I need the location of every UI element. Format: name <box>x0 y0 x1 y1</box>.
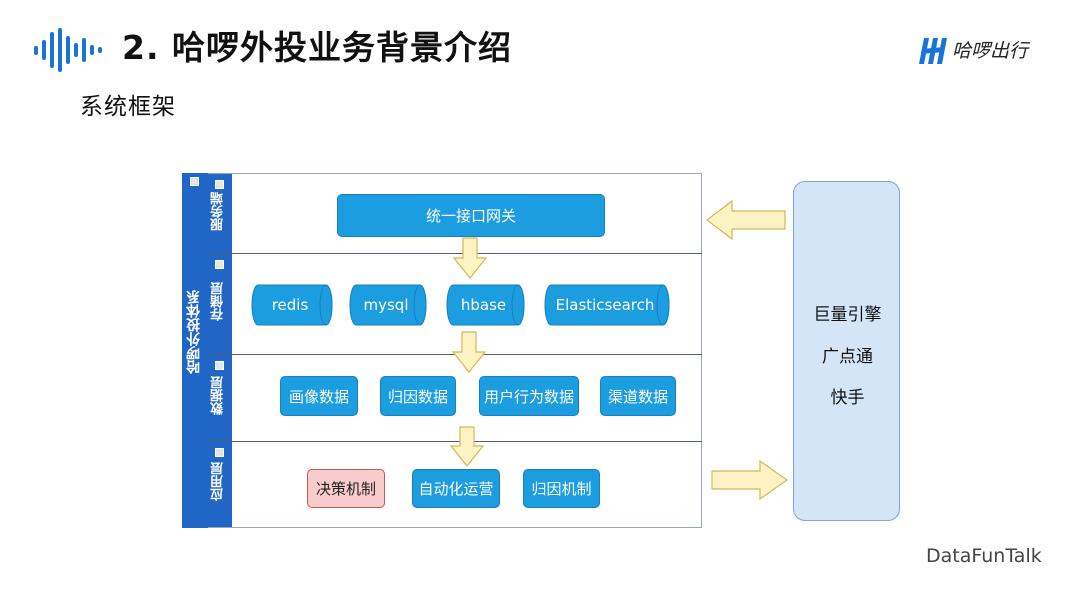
collapse-toggle-icon[interactable] <box>215 180 224 189</box>
hbase-label: hbase <box>460 296 507 314</box>
mysql-label: mysql <box>363 296 409 314</box>
elasticsearch-label: Elasticsearch <box>555 296 655 314</box>
channel-data-box: 渠道数据 <box>600 376 676 416</box>
profile-data-box: 画像数据 <box>280 376 358 416</box>
platform-kuaishou: 快手 <box>830 388 865 408</box>
layer-divider <box>208 354 702 355</box>
watermark: DataFunTalk <box>926 545 1042 567</box>
outer-system-label: 哈啰外投体系 <box>186 290 202 374</box>
decision-mechanism-box: 决策机制 <box>307 469 385 508</box>
page-title: 2. 哈啰外投业务背景介绍 <box>122 28 512 67</box>
storage-layer-label: 存储层 <box>211 282 226 321</box>
collapse-toggle-icon[interactable] <box>215 361 224 370</box>
audio-wave-icon <box>34 28 102 72</box>
auto-operation-box: 自动化运营 <box>412 469 500 508</box>
platform-ocean-engine: 巨量引擎 <box>813 305 882 325</box>
attribution-data-box: 归因数据 <box>380 376 456 416</box>
external-platforms-panel: 巨量引擎 广点通 快手 <box>793 181 900 521</box>
service-layer-label: 服务端 <box>211 192 226 231</box>
collapse-toggle-icon[interactable] <box>215 448 224 457</box>
user-behavior-data-box: 用户行为数据 <box>479 376 579 416</box>
collapse-toggle-icon[interactable] <box>215 260 224 269</box>
storage-layer-bar <box>208 254 232 355</box>
data-layer-label: 数据层 <box>211 376 226 415</box>
redis-label: redis <box>271 296 309 314</box>
application-layer-label: 应用层 <box>211 462 226 501</box>
platform-gdt: 广点通 <box>822 347 873 367</box>
api-gateway-box: 统一接口网关 <box>337 194 605 237</box>
brand-name: 哈啰出行 <box>952 40 1029 62</box>
right-arrow-icon <box>711 459 789 501</box>
outer-system-bar <box>182 173 208 528</box>
section-subtitle: 系统框架 <box>80 94 176 120</box>
left-arrow-icon <box>706 199 786 241</box>
attribution-mechanism-box: 归因机制 <box>523 469 600 508</box>
layer-divider <box>208 441 702 442</box>
hello-logo-icon <box>919 38 947 64</box>
layer-divider <box>208 253 702 254</box>
collapse-toggle-icon[interactable] <box>190 177 199 186</box>
